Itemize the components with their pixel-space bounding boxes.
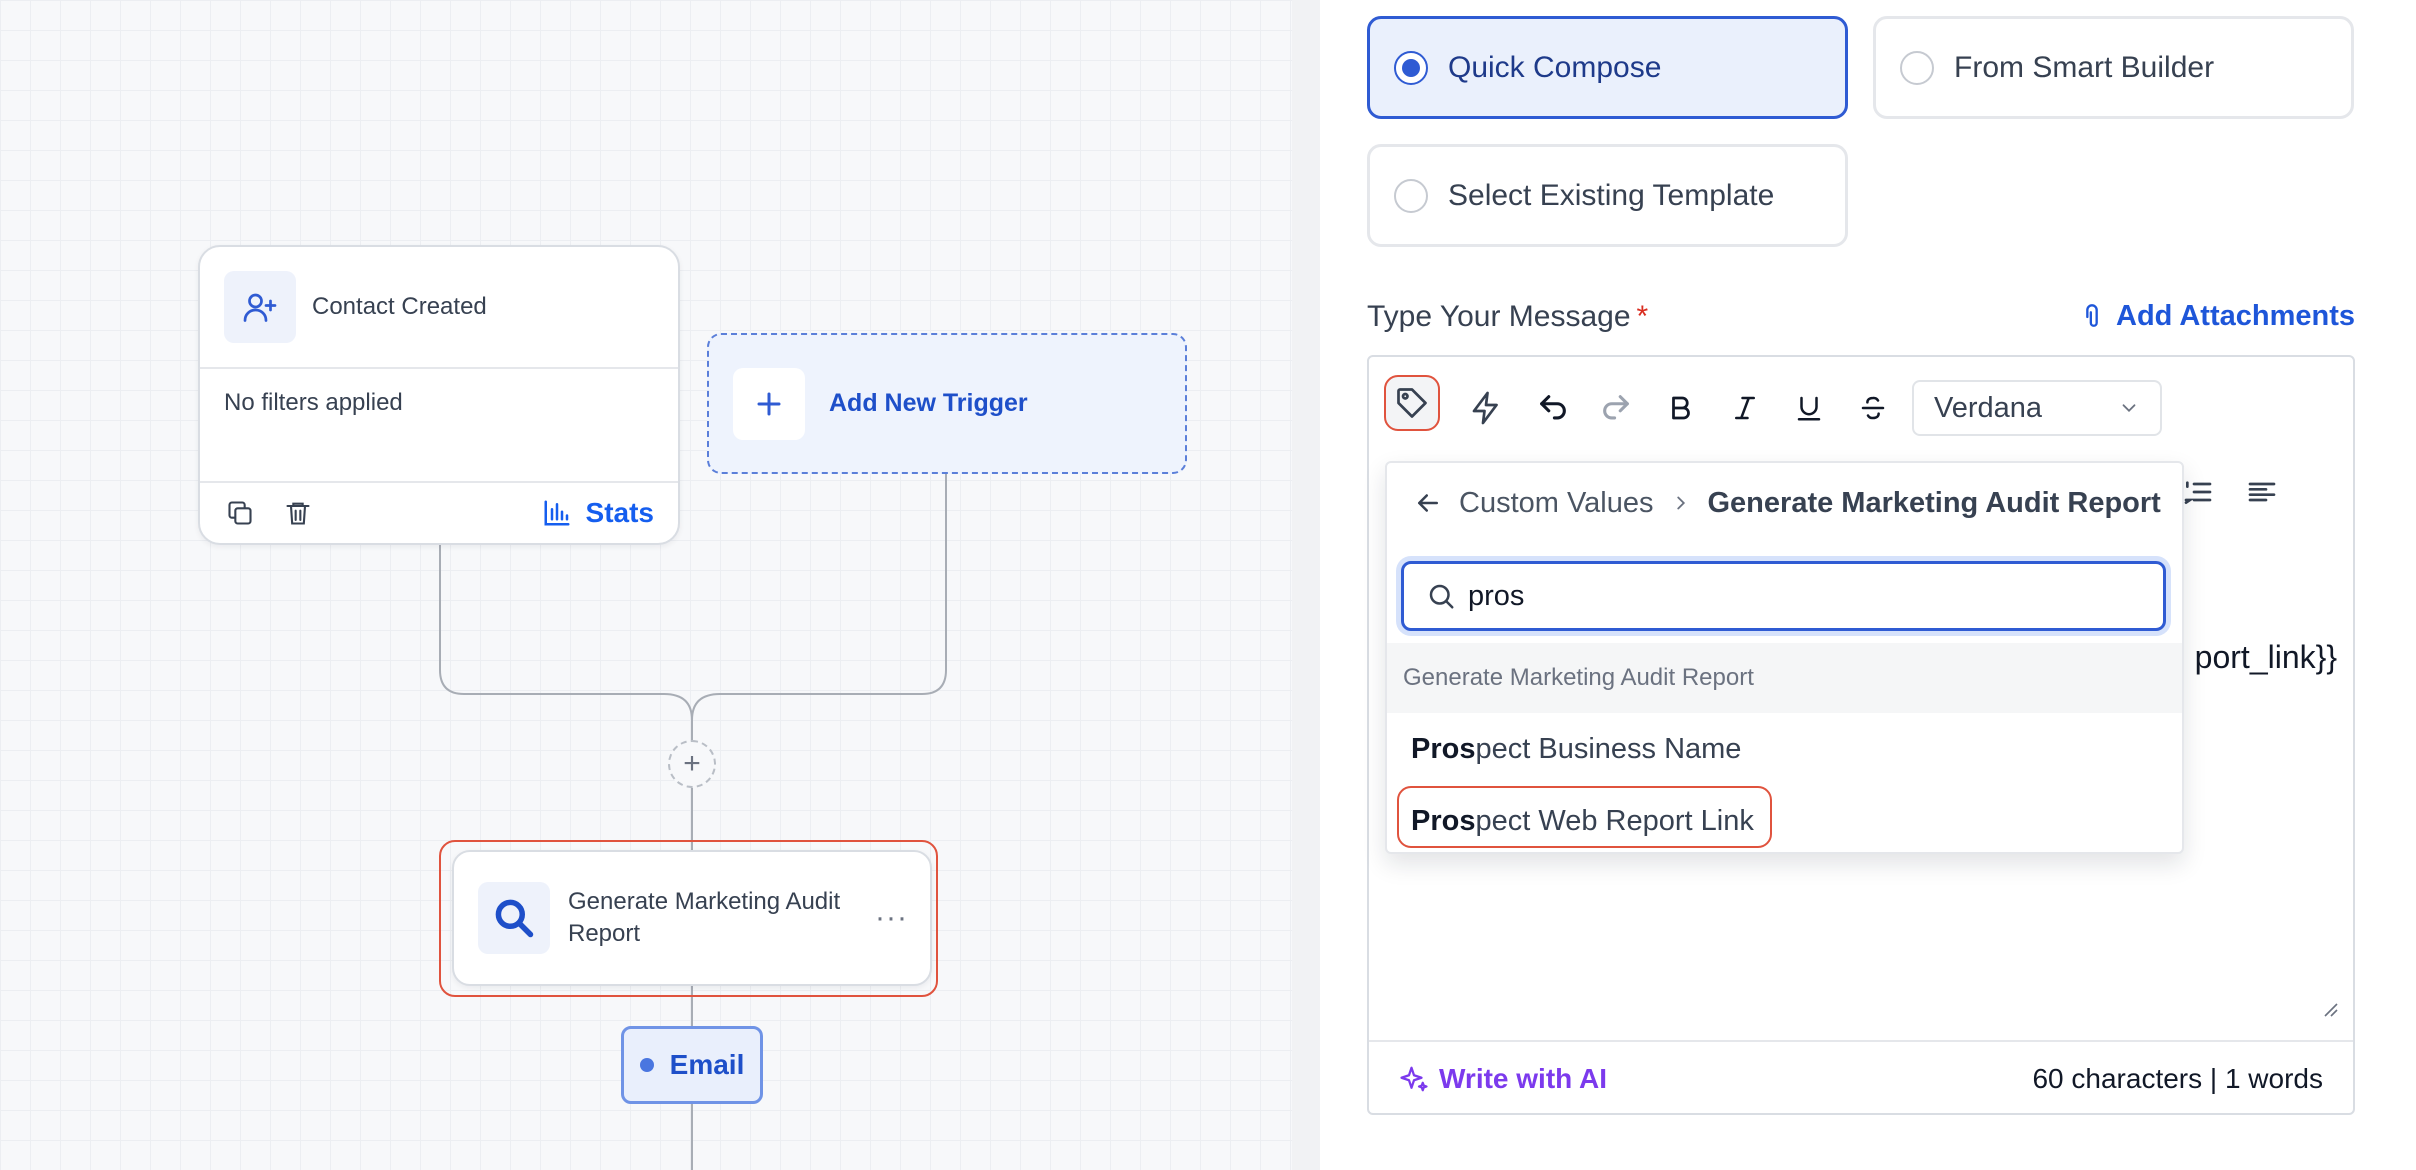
workflow-canvas[interactable]: Contact Created No filters applied Stats… (0, 0, 1292, 1170)
editor-body-text[interactable]: port_link}} (2194, 639, 2337, 675)
write-with-ai-button[interactable]: Write with AI (1399, 1063, 1607, 1095)
stats-label: Stats (585, 497, 654, 528)
add-attachments-label: Add Attachments (2116, 300, 2355, 332)
option-quick-compose[interactable]: Quick Compose (1367, 16, 1848, 119)
font-family-select[interactable]: Verdana (1912, 380, 2162, 436)
status-dot (639, 1058, 654, 1072)
custom-values-dropdown: Custom Values Generate Marketing Audit R… (1385, 461, 2184, 854)
resize-handle-icon[interactable] (2321, 1000, 2339, 1018)
lightning-icon (1472, 391, 1498, 425)
add-new-trigger-button[interactable]: Add New Trigger (707, 333, 1187, 474)
chevron-down-icon (2122, 404, 2136, 413)
italic-button[interactable] (1717, 380, 1773, 436)
trigger-card-contact-created[interactable]: Contact Created No filters applied Stats (198, 245, 680, 545)
search-input[interactable] (1468, 579, 2068, 613)
bar-chart-icon (544, 500, 570, 526)
option-existing-template-label: Select Existing Template (1448, 178, 1775, 212)
user-plus-icon (224, 271, 296, 343)
character-counter: 60 characters | 1 words (2032, 1062, 2323, 1094)
undo-button[interactable] (1525, 380, 1581, 436)
plus-icon (733, 367, 805, 440)
editor-footer: Write with AI 60 characters | 1 words (1369, 1040, 2353, 1115)
group-header: Generate Marketing Audit Report (1387, 643, 2182, 713)
trigger-title: Contact Created (312, 293, 487, 320)
action-card-generate-report[interactable]: Generate Marketing Audit Report ··· (452, 850, 932, 986)
add-trigger-label: Add New Trigger (829, 389, 1028, 417)
add-step-plus-icon: + (683, 747, 701, 780)
trigger-header: Contact Created (200, 247, 678, 369)
undo-icon (1540, 395, 1566, 420)
write-with-ai-label: Write with AI (1439, 1062, 1607, 1094)
strikethrough-icon (1861, 396, 1885, 420)
search-icon (1429, 584, 1454, 609)
add-step-button[interactable]: + (668, 740, 716, 788)
chevron-right-icon (1676, 496, 1685, 510)
option-smart-builder[interactable]: From Smart Builder (1873, 16, 2354, 119)
connector-lines (439, 474, 947, 1170)
required-mark: * (1636, 300, 1649, 333)
custom-value-search[interactable] (1401, 561, 2166, 631)
message-label: Type Your Message* (1367, 300, 1648, 334)
search-icon (478, 882, 550, 954)
action-highlight-outline (439, 840, 938, 997)
redo-button[interactable] (1588, 380, 1644, 436)
trigger-links-button[interactable] (1458, 380, 1514, 436)
item-rest-text: pect Web Report Link (1475, 805, 1754, 837)
trigger-footer: Stats (200, 483, 678, 543)
font-select-value: Verdana (1934, 391, 2043, 424)
option-smart-builder-label: From Smart Builder (1954, 50, 2215, 84)
match-text: Pros (1411, 805, 1476, 837)
breadcrumb-current: Generate Marketing Audit Report (1707, 486, 2161, 519)
trash-icon[interactable] (282, 497, 314, 529)
arrow-left-icon[interactable] (1413, 488, 1443, 518)
italic-icon (1735, 396, 1755, 420)
tag-icon (1397, 388, 1427, 418)
item-rest-text: pect Business Name (1475, 733, 1742, 765)
copy-icon[interactable] (224, 497, 256, 529)
custom-values-tag-button[interactable] (1384, 375, 1440, 431)
breadcrumb-parent[interactable]: Custom Values (1459, 486, 1654, 519)
radio-unselected (1394, 178, 1428, 213)
email-label: Email (669, 1049, 745, 1080)
item-highlight-outline (1397, 786, 1772, 848)
bold-button[interactable] (1653, 380, 1709, 436)
strikethrough-button[interactable] (1845, 380, 1901, 436)
radio-selected (1394, 50, 1428, 85)
option-quick-compose-label: Quick Compose (1448, 50, 1662, 84)
bold-icon (1672, 396, 1690, 420)
add-attachments-link[interactable]: Add Attachments (2078, 300, 2355, 333)
email-action-pill[interactable]: Email (621, 1026, 763, 1104)
underline-icon (1797, 396, 1821, 421)
underline-button[interactable] (1781, 380, 1837, 436)
more-options-icon[interactable]: ··· (875, 901, 908, 934)
list-item-prospect-business-name[interactable]: Prospect Business Name (1411, 733, 1741, 766)
list-item-prospect-web-report-link[interactable]: Prospect Web Report Link (1411, 805, 1754, 838)
paperclip-icon (2086, 303, 2098, 327)
match-text: Pros (1411, 733, 1476, 765)
list-icon (2184, 481, 2212, 504)
radio-unselected (1900, 50, 1934, 85)
stats-button[interactable]: Stats (542, 497, 654, 529)
panel-divider (1292, 0, 1320, 1170)
trigger-filters-text: No filters applied (200, 369, 678, 483)
redo-icon (1603, 395, 1629, 420)
align-left-icon (2248, 482, 2276, 502)
option-existing-template[interactable]: Select Existing Template (1367, 144, 1848, 247)
align-left-button[interactable] (2234, 464, 2290, 520)
action-title: Generate Marketing Audit Report (568, 888, 841, 947)
numbered-list-button[interactable] (2170, 464, 2226, 520)
breadcrumb: Custom Values Generate Marketing Audit R… (1387, 463, 2182, 543)
message-label-text: Type Your Message (1367, 300, 1631, 333)
sparkle-icon (1400, 1066, 1428, 1091)
